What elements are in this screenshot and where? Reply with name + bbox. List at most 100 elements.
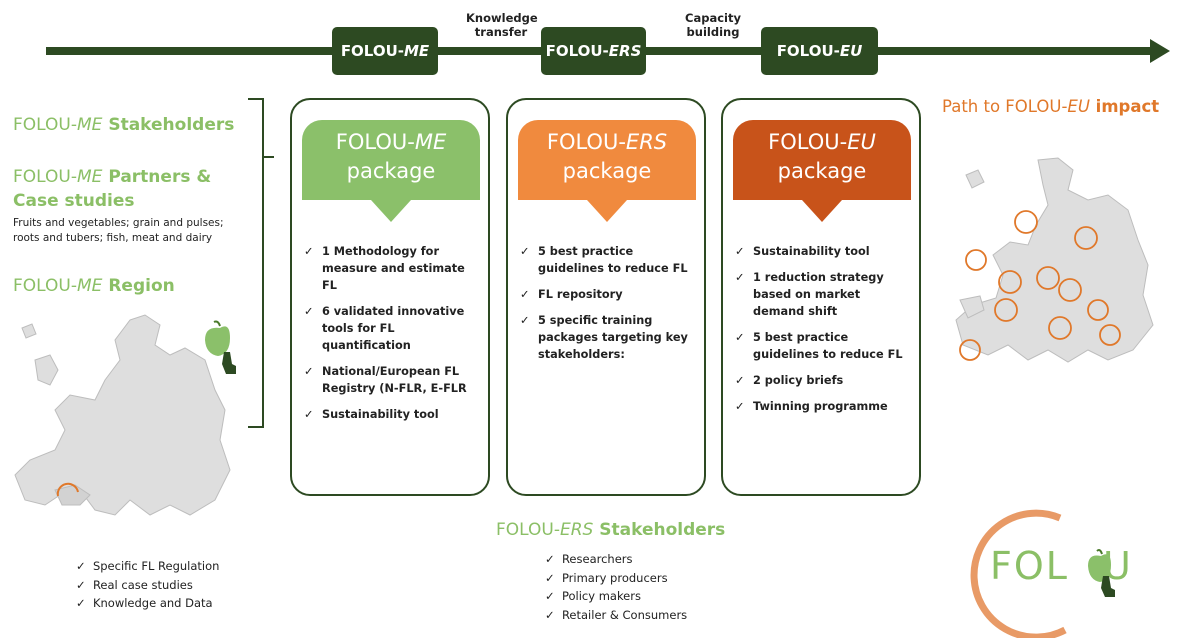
check-icon: ✓	[735, 331, 745, 344]
apple-hand-icon	[205, 320, 236, 374]
europe-map-eu-impact	[955, 157, 1154, 363]
list-item-text: Primary producers	[561, 570, 668, 585]
list-item: ✓ 6 validated innovative tools for FL qua…	[304, 303, 482, 354]
list-item: ✓ 5 best practice guidelines to reduce FL	[520, 243, 698, 277]
heading-italic: ERS	[559, 520, 594, 540]
title-prefix: FOLOU-	[546, 130, 626, 154]
transition-knowledge-transfer: Knowledge transfer	[462, 11, 540, 39]
list-item: ✓ Specific FL Regulation	[76, 557, 219, 576]
list-item-text: Policy makers	[561, 589, 641, 603]
title-italic: ERS	[625, 130, 668, 154]
heading-prefix: FOLOU-	[13, 167, 77, 187]
me-region-list: ✓ Specific FL Regulation ✓ Real case stu…	[76, 557, 219, 613]
ers-stakeholders-list: ✓ Researchers ✓ Primary producers ✓ Poli…	[545, 550, 687, 624]
list-item-text: Retailer & Consumers	[561, 607, 688, 622]
package-card-me: FOLOU-ME package ✓1 Methodology for meas…	[290, 98, 490, 496]
list-item-text: 5 best practice guidelines to reduce FL	[538, 245, 688, 275]
heading-italic: ME	[76, 167, 103, 187]
list-item: ✓ Twinning programme	[735, 398, 913, 415]
heading-line2: Case studies	[13, 191, 135, 211]
check-icon: ✓	[545, 607, 555, 622]
list-item: ✓ FL repository	[520, 286, 698, 303]
partners-detail: Fruits and vegetables; grain and pulses;…	[13, 216, 224, 246]
list-item: ✓ Knowledge and Data	[76, 594, 219, 613]
package-subtitle: package	[777, 159, 867, 183]
stage-suffix: ME	[404, 42, 430, 60]
list-item-text: 2 policy briefs	[753, 374, 844, 387]
check-icon: ✓	[520, 288, 530, 301]
package-title: FOLOU-ME	[302, 128, 480, 157]
check-icon: ✓	[76, 596, 86, 610]
heading-prefix: FOLOU-	[13, 276, 77, 296]
transition-line-2: building	[686, 25, 740, 39]
package-notch	[802, 200, 842, 222]
list-item: ✓ Sustainability tool	[304, 406, 482, 423]
check-icon: ✓	[545, 570, 555, 585]
stage-prefix: FOLOU-	[776, 42, 840, 60]
heading-prefix: FOLOU-	[13, 115, 77, 135]
package-items: ✓ Sustainability tool ✓1 reduction strate…	[735, 243, 913, 424]
list-item-text: Sustainability tool	[753, 245, 870, 258]
timeline-stage-eu: FOLOU-EU	[761, 27, 878, 75]
check-icon: ✓	[735, 374, 745, 387]
list-item: ✓ Policy makers	[545, 587, 687, 606]
list-item-text: 5 best practice guidelines to reduce FL	[753, 331, 903, 361]
package-title: FOLOU-ERS	[518, 128, 696, 157]
title-italic: EU	[847, 130, 876, 154]
heading-rest: Stakeholders	[102, 115, 235, 135]
heading-prefix: Path to FOLOU-	[942, 97, 1068, 116]
transition-line-1: Capacity	[685, 11, 741, 25]
me-region-heading: FOLOU-ME Region	[13, 276, 175, 296]
list-item: ✓ National/European FL Registry (N-FLR, E…	[304, 363, 482, 397]
me-partners-heading: FOLOU-ME Partners & Case studies	[13, 165, 211, 213]
timeline-arrowhead	[1150, 39, 1170, 63]
list-item-text: Researchers	[561, 552, 633, 566]
check-icon: ✓	[735, 400, 745, 413]
path-to-eu-impact-heading: Path to FOLOU-EU impact	[942, 97, 1159, 116]
check-icon: ✓	[304, 305, 314, 318]
timeline-stage-me: FOLOU-ME	[332, 27, 438, 75]
partners-detail-line-2: roots and tubers; fish, meat and dairy	[13, 232, 213, 244]
heading-italic: EU	[1067, 97, 1090, 116]
check-icon: ✓	[545, 589, 555, 603]
heading-bold: impact	[1089, 97, 1160, 116]
package-title: FOLOU-EU	[733, 128, 911, 157]
list-item: ✓ Real case studies	[76, 576, 219, 595]
check-icon: ✓	[304, 365, 314, 378]
logo-apple-icon	[1088, 549, 1115, 597]
check-icon: ✓	[520, 245, 530, 258]
timeline-stage-ers: FOLOU-ERS	[541, 27, 646, 75]
check-icon: ✓	[520, 314, 530, 327]
stage-suffix: EU	[839, 42, 863, 60]
list-item: ✓1 reduction strategy based on market de…	[735, 269, 913, 320]
check-icon: ✓	[735, 271, 745, 284]
package-header-eu: FOLOU-EU package	[733, 120, 911, 200]
stage-prefix: FOLOU-	[545, 42, 609, 60]
package-subtitle: package	[346, 159, 436, 183]
list-item: ✓ 5 best practice guidelines to reduce FL	[735, 329, 913, 363]
list-item: ✓ 5 specific training packages targeting …	[520, 312, 698, 363]
list-item-text: National/European FL Registry (N-FLR, E-…	[322, 365, 467, 395]
list-item-text: FL repository	[538, 288, 623, 301]
package-items: ✓ 5 best practice guidelines to reduce FL…	[520, 243, 698, 372]
list-item-text: 5 specific training packages targeting k…	[538, 314, 688, 361]
check-icon: ✓	[545, 552, 555, 566]
package-card-eu: FOLOU-EU package ✓ Sustainability tool ✓1…	[721, 98, 921, 496]
check-icon: ✓	[304, 245, 314, 258]
heading-rest: Region	[102, 276, 175, 296]
list-item-text: Real case studies	[92, 577, 193, 592]
list-item: ✓ Researchers	[545, 550, 687, 569]
list-item-text: Twinning programme	[753, 400, 888, 413]
package-card-ers: FOLOU-ERS package ✓5 best practice guide…	[506, 98, 706, 496]
list-item-text: 6 validated innovative tools for FL quan…	[322, 305, 465, 352]
check-icon: ✓	[304, 408, 314, 421]
list-item-text: Sustainability tool	[322, 408, 439, 421]
me-bracket	[248, 98, 264, 428]
list-item-text: Specific FL Regulation	[92, 559, 220, 573]
package-notch	[371, 200, 411, 222]
package-header-me: FOLOU-ME package	[302, 120, 480, 200]
heading-rest: Partners &	[102, 167, 212, 187]
partners-detail-line-1: Fruits and vegetables; grain and pulses;	[13, 217, 224, 229]
me-stakeholders-heading: FOLOU-ME Stakeholders	[13, 115, 234, 135]
